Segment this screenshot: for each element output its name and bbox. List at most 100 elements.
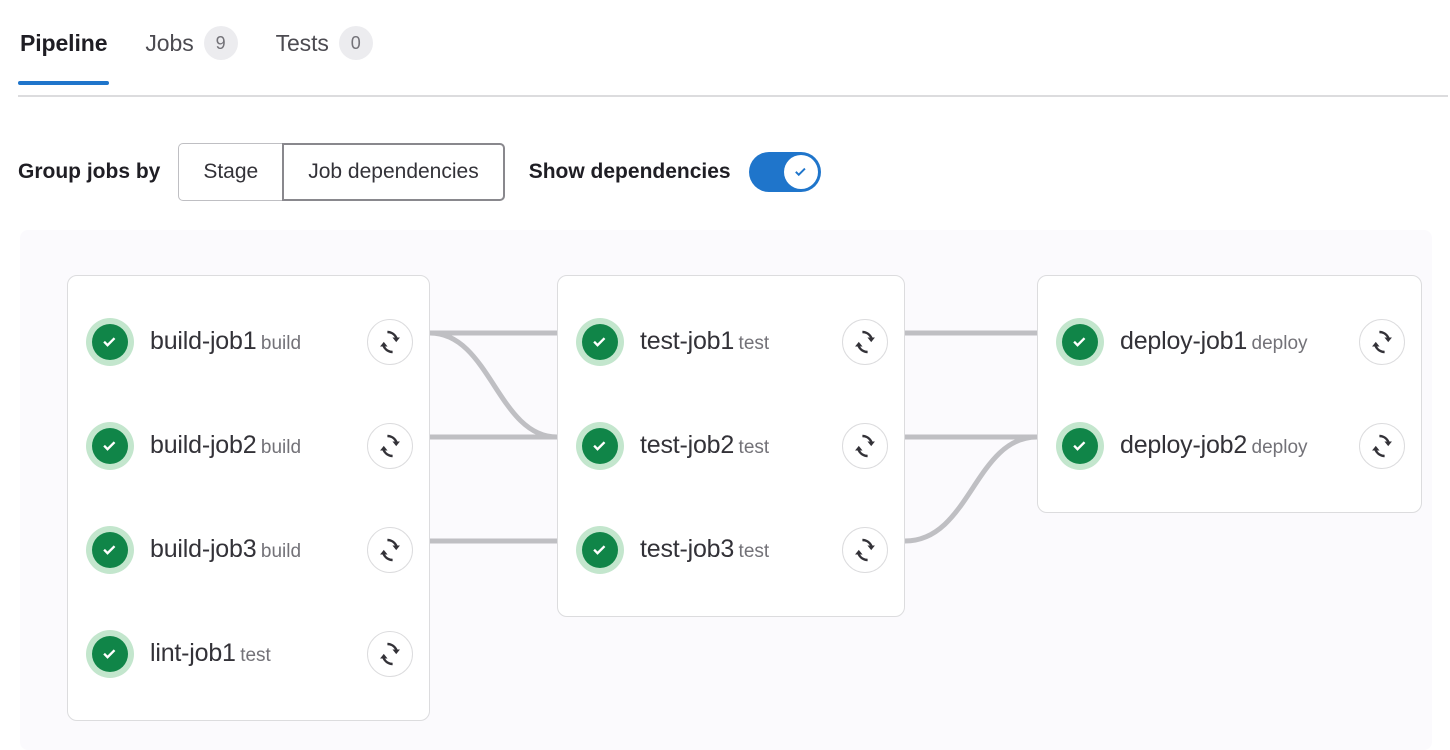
status-success-icon (86, 526, 134, 574)
status-success-icon (576, 422, 624, 470)
job-card-build-job2[interactable]: build-job2 build (68, 394, 429, 498)
group-jobs-by-segmented-control[interactable]: Stage Job dependencies (178, 143, 505, 201)
job-name: test-job2 (640, 431, 735, 460)
job-card-deploy-job1[interactable]: deploy-job1 deploy (1038, 290, 1421, 394)
retry-icon[interactable] (842, 527, 888, 573)
check-icon (593, 441, 606, 451)
retry-glyph (1372, 330, 1392, 354)
job-text: build-job2 build (150, 431, 367, 461)
status-success-icon (576, 318, 624, 366)
job-name: lint-job1 (150, 639, 236, 668)
tab-pipeline[interactable]: Pipeline (18, 26, 110, 85)
tab-jobs-badge: 9 (203, 26, 238, 60)
retry-glyph (855, 538, 875, 562)
pipeline-graph-canvas: build-job1 build build-job2 bu (20, 230, 1432, 750)
job-text: lint-job1 test (150, 639, 367, 669)
job-stage: deploy (1251, 333, 1308, 355)
retry-glyph (380, 538, 400, 562)
tab-tests-label: Tests (275, 29, 329, 56)
job-name: build-job1 (150, 327, 257, 356)
job-text: test-job2 test (640, 431, 842, 461)
retry-icon[interactable] (367, 319, 413, 365)
check-icon (794, 167, 806, 177)
retry-glyph (380, 330, 400, 354)
check-icon (103, 337, 116, 347)
tab-active-underline (18, 80, 110, 85)
job-name: test-job3 (640, 535, 735, 564)
check-icon (1073, 337, 1086, 347)
status-success-icon (1056, 422, 1104, 470)
job-group-column-3: deploy-job1 deploy deploy-job2 (1037, 275, 1422, 513)
job-group-column-1: build-job1 build build-job2 bu (67, 275, 430, 721)
retry-glyph (855, 330, 875, 354)
tabs-bar: Pipeline Jobs 9 Tests 0 (0, 0, 1450, 98)
job-stage: test (240, 645, 271, 667)
tab-jobs-label: Jobs (145, 29, 194, 56)
retry-glyph (1372, 434, 1392, 458)
retry-icon[interactable] (367, 631, 413, 677)
job-text: build-job1 build (150, 327, 367, 357)
tab-tests[interactable]: Tests 0 (274, 22, 375, 88)
job-card-test-job1[interactable]: test-job1 test (558, 290, 904, 394)
status-success-icon (86, 630, 134, 678)
check-icon (593, 337, 606, 347)
job-stage: deploy (1251, 437, 1308, 459)
retry-icon[interactable] (1359, 423, 1405, 469)
job-card-deploy-job2[interactable]: deploy-job2 deploy (1038, 394, 1421, 498)
retry-glyph (380, 642, 400, 666)
tab-tests-badge: 0 (338, 26, 373, 60)
job-name: build-job3 (150, 535, 257, 564)
link-test-job3-deploy-job2 (902, 434, 1040, 544)
retry-icon[interactable] (842, 319, 888, 365)
job-text: test-job3 test (640, 535, 842, 565)
job-card-lint-job1[interactable]: lint-job1 test (68, 602, 429, 706)
retry-icon[interactable] (842, 423, 888, 469)
tab-pipeline-label: Pipeline (20, 29, 108, 56)
job-name: deploy-job2 (1120, 431, 1248, 460)
tab-jobs[interactable]: Jobs 9 (143, 22, 239, 88)
job-text: build-job3 build (150, 535, 367, 565)
job-stage: build (260, 333, 302, 355)
job-name: deploy-job1 (1120, 327, 1248, 356)
job-name: build-job2 (150, 431, 257, 460)
check-icon (103, 545, 116, 555)
job-card-build-job1[interactable]: build-job1 build (68, 290, 429, 394)
show-dependencies-label: Show dependencies (528, 160, 731, 183)
status-success-icon (576, 526, 624, 574)
retry-glyph (855, 434, 875, 458)
job-stage: test (738, 333, 770, 355)
check-icon (593, 545, 606, 555)
status-success-icon (86, 422, 134, 470)
check-icon (1073, 441, 1086, 451)
tabs-divider (18, 95, 1448, 97)
segment-job-dependencies[interactable]: Job dependencies (282, 143, 505, 201)
segment-stage[interactable]: Stage (178, 143, 284, 201)
job-stage: test (738, 541, 770, 563)
show-dependencies-toggle[interactable] (748, 152, 821, 192)
pipeline-controls: Group jobs by Stage Job dependencies Sho… (18, 143, 821, 201)
check-icon (103, 441, 116, 451)
show-dependencies-control: Show dependencies (529, 152, 821, 192)
retry-glyph (380, 434, 400, 458)
job-stage: build (260, 437, 302, 459)
job-group-column-2: test-job1 test test-job2 test (557, 275, 905, 617)
job-stage: test (738, 437, 770, 459)
status-success-icon (1056, 318, 1104, 366)
job-card-build-job3[interactable]: build-job3 build (68, 498, 429, 602)
job-text: deploy-job1 deploy (1120, 327, 1359, 357)
job-card-test-job2[interactable]: test-job2 test (558, 394, 904, 498)
job-name: test-job1 (640, 327, 735, 356)
job-text: deploy-job2 deploy (1120, 431, 1359, 461)
job-stage: build (260, 541, 302, 563)
retry-icon[interactable] (1359, 319, 1405, 365)
toggle-knob (783, 155, 818, 189)
retry-icon[interactable] (367, 423, 413, 469)
job-card-test-job3[interactable]: test-job3 test (558, 498, 904, 602)
group-jobs-by-label: Group jobs by (18, 160, 161, 183)
link-build-job1-test-job2 (427, 330, 560, 440)
tab-list: Pipeline Jobs 9 Tests 0 (18, 22, 375, 88)
job-text: test-job1 test (640, 327, 842, 357)
retry-icon[interactable] (367, 527, 413, 573)
status-success-icon (86, 318, 134, 366)
check-icon (103, 649, 116, 659)
